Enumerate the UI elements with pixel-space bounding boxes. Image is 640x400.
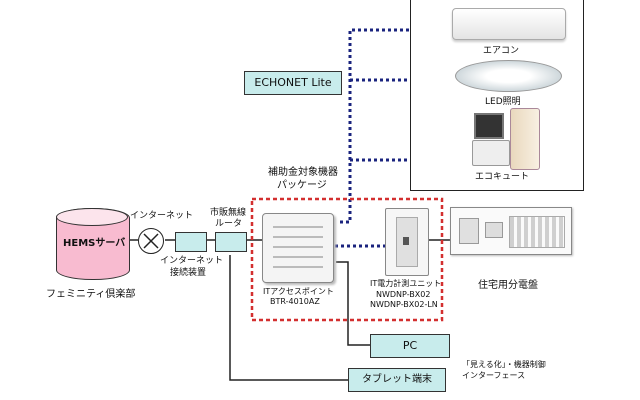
meter-label-line1: IT電力計測ユニット: [370, 279, 442, 288]
hems-owner-label: フェミニティ倶楽部: [46, 289, 136, 300]
power-meter-device: [385, 208, 429, 276]
interface-label-line1: 「見える化」・機器制御: [462, 360, 546, 369]
interface-label-line2: インターフェース: [462, 371, 526, 380]
aircon-image: [452, 8, 566, 40]
package-border: [250, 197, 444, 322]
ecocute-tank: [510, 108, 540, 170]
internet-label: インターネット: [130, 211, 194, 221]
tablet-label: タブレット端末: [362, 374, 432, 385]
echonet-label: ECHONET Lite: [254, 76, 332, 89]
package-label-line1: 補助金対象機器: [268, 167, 338, 178]
led-light-image: [455, 60, 562, 92]
ecocute-controller: [474, 113, 504, 139]
router-label-line2: ルータ: [215, 219, 243, 229]
hems-label: HEMSサーバ: [63, 238, 126, 249]
tablet-box: タブレット端末: [348, 368, 446, 392]
access-point-label-line1: ITアクセスポイント: [263, 287, 334, 296]
access-point-device: [262, 213, 334, 283]
panel-label: 住宅用分電盤: [478, 280, 538, 291]
package-label-line2: パッケージ: [277, 180, 327, 191]
router-box: [215, 232, 247, 252]
solid-lines: [128, 239, 450, 381]
router-label-line1: 市販無線: [210, 208, 247, 218]
echonet-dotted-lines: [335, 28, 450, 248]
connector-label-line1: インターネット: [160, 256, 224, 266]
pc-box: PC: [370, 334, 450, 358]
meter-label-line3: NWDNP-BX02-LN: [370, 300, 438, 309]
hems-server-top: [56, 208, 128, 226]
line-ap-pc: [336, 261, 370, 346]
ecocute-label: エコキュート: [475, 172, 530, 182]
internet-connector-box: [175, 232, 207, 252]
dotted-line-aircon: [340, 28, 450, 224]
pc-label: PC: [402, 339, 418, 352]
connector-label-line2: 接続装置: [170, 268, 207, 278]
led-label: LED照明: [485, 97, 521, 107]
internet-icon: [138, 228, 164, 254]
distribution-panel: [450, 207, 572, 255]
aircon-label: エアコン: [483, 46, 520, 56]
access-point-label-line2: BTR-4010AZ: [270, 297, 320, 306]
meter-label-line2: NWDNP-BX02: [376, 290, 431, 299]
echonet-box: ECHONET Lite: [244, 71, 342, 95]
line-router-tablet: [229, 255, 348, 381]
ecocute-heatpump: [472, 140, 510, 166]
